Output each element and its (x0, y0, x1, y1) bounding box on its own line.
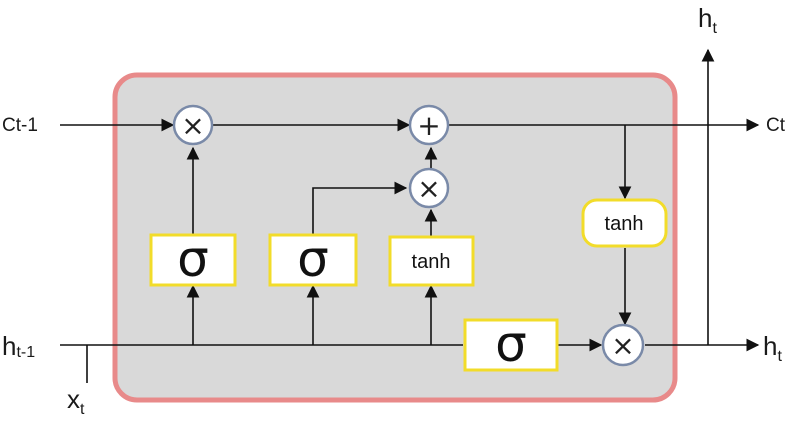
add-op: + (408, 104, 450, 146)
forget-multiply-icon: × (181, 109, 204, 142)
forget-gate-label: σ (177, 230, 209, 288)
output-gate-label: σ (495, 315, 527, 373)
candidate-gate: tanh (388, 235, 475, 287)
output-multiply-op: × (601, 323, 645, 367)
cell-tanh-gate: tanh (581, 198, 668, 248)
output-gate: σ (463, 315, 559, 373)
label-h-out-right: ht (763, 331, 782, 365)
label-h-prev: ht-1 (2, 331, 35, 361)
input-gate-label: σ (297, 230, 329, 288)
label-x-t: xt (67, 384, 85, 418)
add-icon: + (417, 109, 440, 142)
label-c-prev: Ct-1 (2, 115, 38, 136)
output-multiply-icon: × (611, 329, 634, 362)
forget-multiply-op: × (172, 104, 214, 146)
label-h-out-top: ht (698, 3, 717, 37)
input-multiply-icon: × (417, 172, 440, 205)
wires (60, 48, 760, 383)
input-multiply-op: × (408, 167, 450, 209)
input-gate: σ (268, 230, 358, 288)
forget-gate: σ (149, 230, 237, 288)
cell-tanh-label: tanh (605, 213, 644, 235)
label-c-next: Ct (766, 115, 786, 136)
candidate-gate-label: tanh (412, 251, 451, 273)
